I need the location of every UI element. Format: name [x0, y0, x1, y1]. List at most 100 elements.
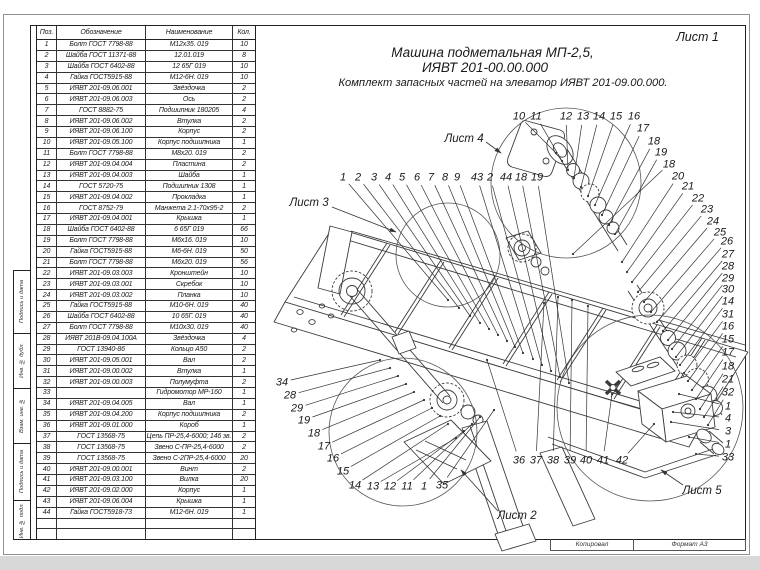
callout-number: 3 [371, 172, 378, 184]
table-cell: Винт [146, 464, 233, 474]
leader-dot [412, 390, 416, 394]
table-row [37, 529, 255, 540]
callout-number: 14 [593, 111, 605, 123]
callout-number: 2 [354, 172, 361, 184]
callout-number: 11 [530, 111, 541, 123]
leader-dot [438, 414, 442, 418]
leader-dot [446, 298, 450, 302]
leader-dot [396, 374, 400, 378]
callout-number: 15 [610, 111, 623, 123]
leader-dot [655, 320, 659, 324]
leader-dot [607, 223, 611, 227]
leader-line [552, 296, 559, 452]
callout-number: 35 [436, 480, 449, 492]
callout-number: 16 [628, 111, 641, 123]
callout-number: 37 [530, 455, 543, 467]
table-cell: 14 [37, 181, 57, 192]
table-cell: М10-6Н. 019 [146, 301, 233, 311]
table-cell: 40 [240, 313, 248, 321]
leader-line [691, 346, 724, 391]
table-cell: М12-6Н. 019 [146, 72, 233, 83]
callout-number: 24 [706, 216, 719, 228]
leader-dot [698, 407, 702, 411]
table-row [37, 518, 255, 530]
table-cell: ИЯВТ 201-09.03.100 [57, 475, 146, 485]
leader-dot [636, 290, 640, 294]
table-cell: Гайка ГОСТ5915-88 [57, 301, 146, 311]
callout-number: 16 [722, 321, 735, 333]
table-cell: Кронштейн [146, 268, 233, 279]
sheet-ref-label: Лист 5 [681, 485, 722, 497]
leader-dot [571, 252, 575, 256]
callout-number: 18 [308, 428, 321, 440]
leader-line [637, 215, 702, 293]
table-cell: 39 [37, 453, 57, 464]
table-cell: ГОСТ 13568-75 [57, 453, 146, 464]
machine-title: Машина подметальная МП-2,5, [391, 45, 594, 60]
leader-dot [652, 422, 656, 426]
table-cell: 4 [37, 72, 57, 83]
leader-dot [470, 422, 474, 426]
leader-dot [478, 321, 482, 325]
copied-label: Копировал [575, 541, 609, 548]
table-cell: 10 [240, 74, 248, 82]
leader-line [290, 359, 381, 381]
callout-number: 18 [515, 172, 528, 184]
table-cell: ИЯВТ 201-09.01.000 [57, 420, 146, 431]
table-cell: Корпус подшипника [146, 409, 233, 420]
leader-dot [404, 382, 408, 386]
leader-line [413, 423, 473, 481]
callout-number: 34 [276, 377, 288, 389]
sheet-number-label: Лист 1 [676, 30, 719, 44]
table-cell: 1 [242, 171, 246, 179]
table-cell: М10х30. 019 [146, 322, 233, 333]
callout-number: 33 [722, 452, 735, 464]
leader-line [392, 184, 481, 324]
table-cell: Гайка ГОСТ5915-88 [57, 246, 146, 257]
table-cell: ИЯВТ 201-09.00.001 [57, 464, 146, 474]
table-cell: ГОСТ 13568-75 [57, 442, 146, 453]
table-cell: 22 [37, 268, 57, 279]
callout-number: 13 [577, 111, 590, 123]
table-cell: Шайба ГОСТ 11371-88 [57, 50, 146, 61]
table-cell: 10 [240, 291, 248, 299]
callout-number: 41 [597, 455, 609, 467]
callout-number: 13 [367, 481, 380, 493]
table-cell: 50 [240, 248, 248, 256]
sheet-outer-border [3, 14, 750, 555]
leader-line [565, 124, 569, 171]
leader-line [671, 284, 723, 350]
table-cell [146, 518, 233, 529]
callout-number: 17 [722, 347, 735, 359]
leader-line [479, 185, 534, 360]
leader-dot [457, 306, 461, 310]
leader-dot [630, 280, 634, 284]
table-cell: 2 [242, 150, 246, 158]
header-cell: Обозначение [57, 26, 146, 39]
leader-line [614, 159, 657, 235]
callout-number: 20 [671, 171, 685, 183]
callout-number: 39 [564, 455, 576, 467]
leader-line [631, 204, 693, 283]
table-cell: 20 [240, 454, 248, 462]
leader-line [601, 135, 640, 216]
table-cell: Подшипник 1308 [146, 181, 233, 192]
table-cell: Корпус [146, 485, 233, 496]
table-cell: ИЯВТ 201-09.06.003 [57, 94, 146, 105]
leader-dot [422, 398, 426, 402]
callout-number: 40 [580, 455, 593, 467]
callout-number: 14 [722, 296, 734, 308]
